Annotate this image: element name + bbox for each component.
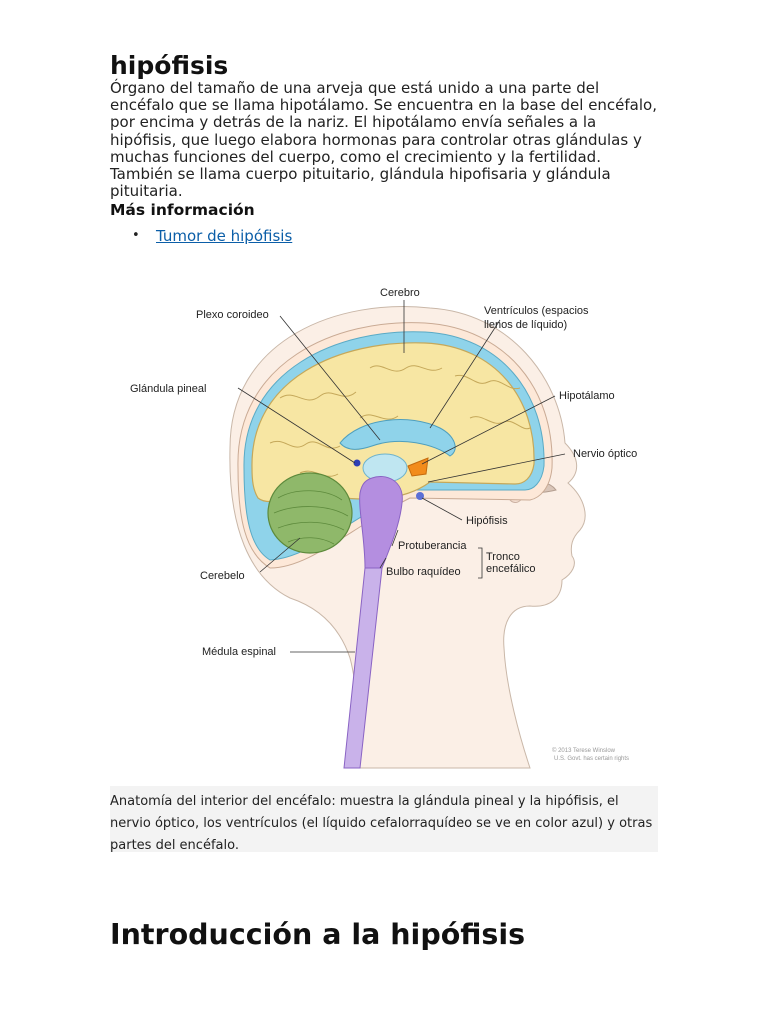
- definition-text: Órgano del tamaño de una arveja que está…: [110, 80, 658, 200]
- label-tronco-1: Tronco: [486, 551, 520, 563]
- label-ventriculos-2: llenos de líquido): [484, 319, 567, 331]
- section-title: Introducción a la hipófisis: [110, 915, 525, 955]
- label-bulbo-raquideo: Bulbo raquídeo: [386, 566, 461, 578]
- label-tronco-2: encefálico: [486, 563, 536, 575]
- label-cerebro: Cerebro: [380, 287, 420, 299]
- label-plexo-coroideo: Plexo coroideo: [196, 309, 269, 321]
- label-medula-espinal: Médula espinal: [202, 646, 276, 658]
- label-hipofisis: Hipófisis: [466, 515, 508, 527]
- tumor-hipofisis-link[interactable]: Tumor de hipófisis: [156, 227, 292, 245]
- copyright-line-1: © 2013 Terese Winslow: [552, 747, 616, 754]
- label-ventriculos-1: Ventrículos (espacios: [484, 305, 589, 317]
- list-item: • Tumor de hipófisis: [110, 226, 292, 246]
- bullet-icon: •: [132, 226, 140, 246]
- label-protuberancia: Protuberancia: [398, 540, 467, 552]
- figure-caption: Anatomía del interior del encéfalo: mues…: [110, 786, 658, 857]
- more-info-list: • Tumor de hipófisis: [110, 226, 292, 246]
- label-glandula-pineal: Glándula pineal: [130, 383, 206, 395]
- label-hipotalamo: Hipotálamo: [559, 390, 615, 402]
- cerebellum: [268, 473, 352, 553]
- term-title: hipófisis: [110, 50, 228, 82]
- more-info-heading: Más información: [110, 200, 255, 220]
- copyright-line-2: U.S. Govt. has certain rights: [554, 756, 629, 762]
- caption-box: Anatomía del interior del encéfalo: mues…: [110, 786, 658, 852]
- brain-illustration: Cerebro Plexo coroideo Ventrículos (espa…: [110, 268, 658, 776]
- label-cerebelo: Cerebelo: [200, 570, 245, 582]
- brain-anatomy-figure: Cerebro Plexo coroideo Ventrículos (espa…: [110, 268, 658, 776]
- label-nervio-optico: Nervio óptico: [573, 448, 637, 460]
